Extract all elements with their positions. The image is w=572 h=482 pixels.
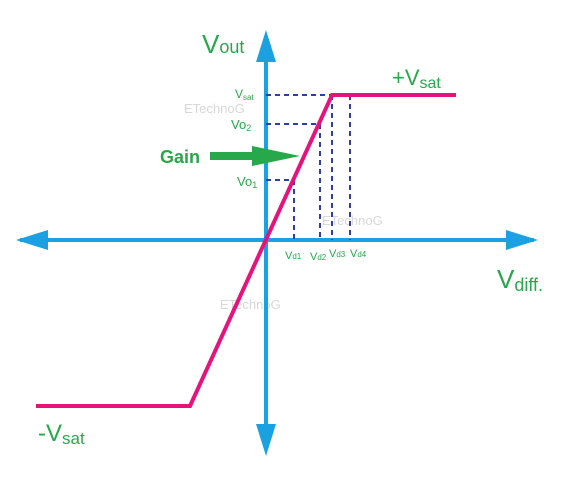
x-axis-left-arrow-icon — [16, 230, 48, 250]
y-axis-label: Vout — [202, 29, 244, 59]
vo2-tick-label: Vo2 — [231, 117, 251, 133]
transfer-curve — [36, 93, 456, 408]
axes — [16, 30, 538, 456]
gain-label: Gain — [160, 147, 200, 167]
vd2-tick-label: Vd2 — [310, 251, 327, 263]
y-axis-top-arrow-icon — [256, 30, 276, 62]
guide-lines — [266, 94, 351, 240]
vd4-tick-label: Vd4 — [350, 248, 367, 260]
y-axis-bottom-arrow-icon — [256, 424, 276, 456]
watermark: ETechnoG — [220, 297, 281, 312]
watermark: ETechnoG — [322, 213, 383, 228]
x-axis-right-arrow-icon — [506, 230, 538, 250]
watermark: ETechnoG — [184, 101, 245, 116]
vd3-tick-label: Vd3 — [329, 248, 346, 260]
gain-arrow-icon — [210, 146, 300, 166]
negative-saturation-label: -Vsat — [38, 420, 85, 448]
vd1-tick-label: Vd1 — [285, 250, 302, 262]
x-axis-label: Vdiff. — [497, 264, 543, 295]
vo1-tick-label: Vo1 — [237, 174, 257, 190]
positive-saturation-label: +Vsat — [392, 65, 441, 92]
vsat-tick-label: Vsat — [235, 87, 254, 102]
